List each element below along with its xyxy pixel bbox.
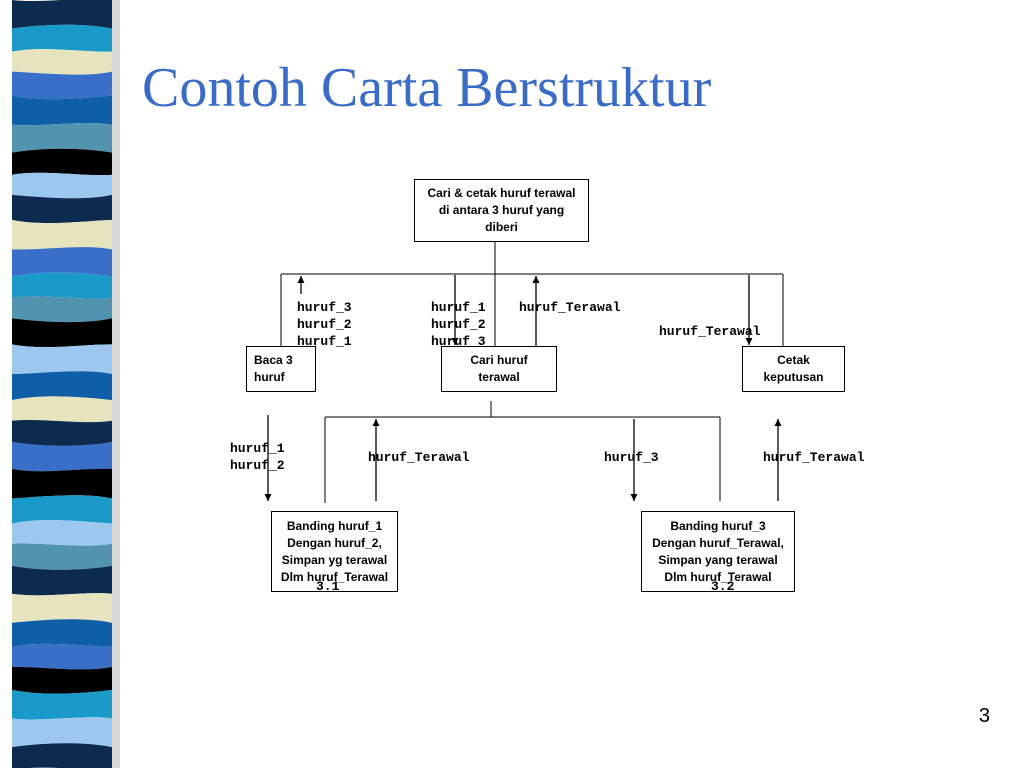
module-number-banding1: 3.1 [316, 579, 340, 594]
slide-title: Contoh Carta Berstruktur [142, 57, 712, 119]
flow-label-cetak-in: huruf_Terawal [659, 324, 761, 339]
flow-label-banding2-in-b: huruf_Terawal [763, 450, 865, 465]
decorative-side-strip [12, 0, 120, 768]
flow-label-cari-out: huruf_Terawal [519, 300, 621, 315]
side-strip-band [12, 371, 112, 401]
side-strip-band [12, 543, 112, 570]
flow-label-baca-out: huruf_3 huruf_2 huruf_1 [297, 300, 352, 349]
module-cetak-text: Cetak keputusan [763, 353, 824, 384]
root-module-text: Cari & cetak huruf terawal di antara 3 h… [427, 186, 576, 234]
side-strip-band [12, 619, 112, 647]
side-strip-band [12, 419, 112, 446]
side-strip-band [12, 495, 112, 524]
module-banding1-box: Banding huruf_1 Dengan huruf_2, Simpan y… [271, 511, 398, 592]
side-strip-band [12, 272, 112, 299]
side-strip-band [12, 247, 112, 277]
module-banding1-text: Banding huruf_1 Dengan huruf_2, Simpan y… [280, 518, 389, 584]
side-strip-band [12, 520, 112, 546]
side-strip-band [12, 743, 112, 768]
module-baca-text: Baca 3 huruf [254, 353, 293, 384]
side-strip-band [12, 24, 112, 52]
flow-label-banding1-out: huruf_Terawal [368, 450, 470, 465]
side-strip-band [12, 219, 112, 250]
side-strip-band [12, 148, 112, 176]
side-strip-band [12, 194, 112, 224]
side-strip-band [12, 71, 112, 100]
module-cari-text: Cari huruf terawal [470, 353, 528, 384]
side-strip-band [12, 172, 112, 199]
side-strip-band [12, 396, 112, 423]
side-strip-band [12, 296, 112, 323]
side-strip-band [12, 468, 112, 499]
module-baca-box: Baca 3 huruf [246, 346, 316, 392]
flow-label-banding2-in-a: huruf_3 [604, 450, 659, 465]
side-strip-band [12, 95, 112, 126]
flow-label-banding1-in: huruf_1 huruf_2 [230, 441, 285, 473]
module-cari-box: Cari huruf terawal [441, 346, 557, 392]
side-strip-band [12, 441, 112, 472]
side-strip-band [12, 318, 112, 348]
page-number: 3 [978, 705, 990, 727]
module-number-banding2: 3.2 [711, 579, 735, 594]
side-strip-band [12, 123, 112, 153]
module-banding2-text: Banding huruf_3 Dengan huruf_Terawal, Si… [652, 518, 784, 584]
side-strip-band [12, 643, 112, 670]
side-strip-band [12, 593, 112, 623]
side-strip-band [12, 565, 112, 596]
side-strip-band [12, 0, 112, 29]
module-banding2-box: Banding huruf_3 Dengan huruf_Terawal, Si… [641, 511, 795, 592]
flow-label-cari-in: huruf_1 huruf_2 huruf_3 [431, 300, 486, 349]
side-strip-band [12, 49, 112, 75]
side-strip-shadow [112, 0, 120, 768]
root-module-box: Cari & cetak huruf terawal di antara 3 h… [414, 179, 589, 242]
side-strip-band [12, 717, 112, 748]
side-strip-band [12, 689, 112, 720]
side-strip-band [12, 666, 112, 694]
module-cetak-box: Cetak keputusan [742, 346, 845, 392]
side-strip-band [12, 344, 112, 375]
